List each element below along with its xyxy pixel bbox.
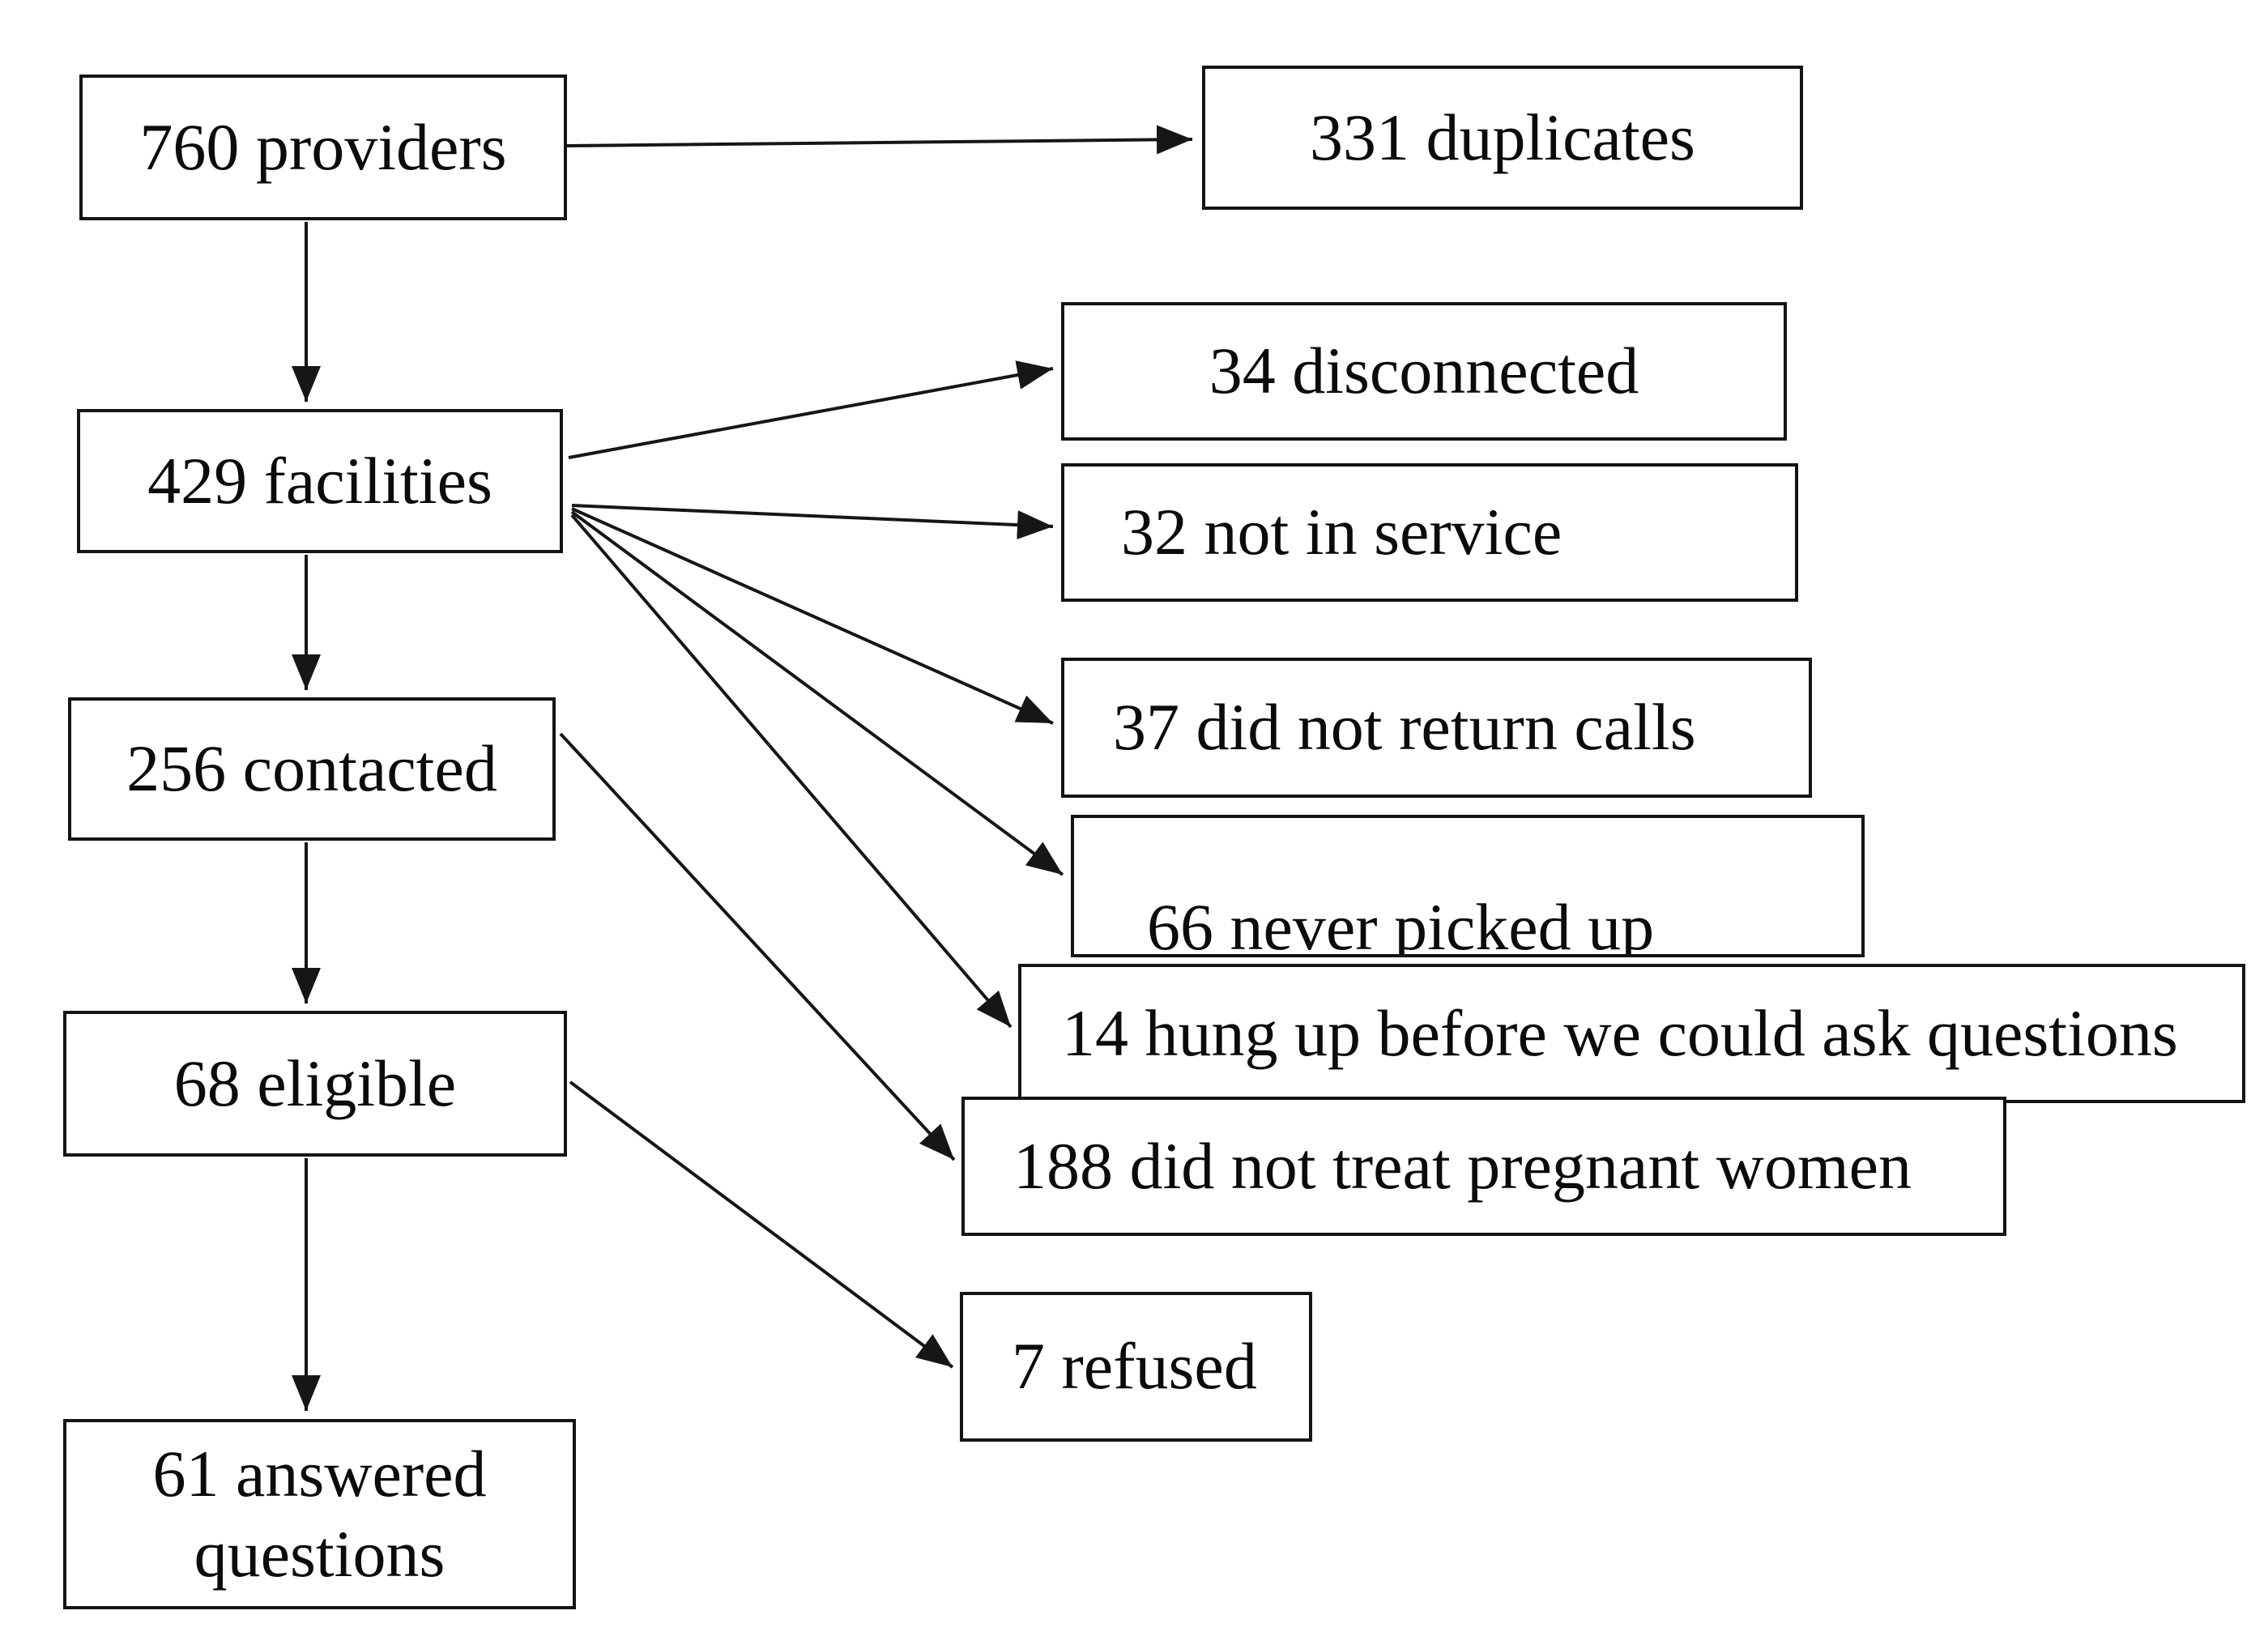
box-disconnected-label: 34 disconnected bbox=[1209, 334, 1639, 408]
arrow-facilities-to-disconnected bbox=[568, 360, 1054, 459]
box-contacted-label: 256 contacted bbox=[126, 731, 497, 806]
arrow-eligible-to-refused bbox=[569, 1080, 954, 1369]
arrow-facilities-to-hung-up bbox=[570, 513, 1013, 1029]
box-hung-up: 14 hung up before we could ask questions bbox=[1018, 964, 2245, 1103]
box-no-return: 37 did not return calls bbox=[1061, 658, 1812, 798]
box-no-return-label: 37 did not return calls bbox=[1113, 690, 1696, 765]
box-no-pregnant-label: 188 did not treat pregnant women bbox=[1013, 1128, 1912, 1203]
arrow-facilities-to-no-return bbox=[571, 507, 1054, 725]
arrow-facilities-to-never-picked bbox=[570, 510, 1064, 876]
box-providers-label: 760 providers bbox=[139, 109, 507, 184]
arrow-contacted-to-no-pregnant bbox=[559, 732, 956, 1161]
box-facilities-label: 429 facilities bbox=[147, 443, 492, 518]
box-hung-up-label: 14 hung up before we could ask questions bbox=[1062, 995, 2178, 1070]
box-not-in-service-label: 32 not in service bbox=[1121, 495, 1562, 569]
box-refused: 7 refused bbox=[960, 1292, 1312, 1442]
box-refused-label: 7 refused bbox=[1012, 1329, 1257, 1404]
box-never-picked: 66 never picked up bbox=[1071, 815, 1865, 957]
box-contacted: 256 contacted bbox=[68, 697, 556, 841]
box-answered: 61 answered questions bbox=[63, 1419, 576, 1609]
box-not-in-service: 32 not in service bbox=[1061, 463, 1798, 602]
box-eligible: 68 eligible bbox=[63, 1011, 567, 1157]
box-providers: 760 providers bbox=[79, 75, 567, 220]
arrow-providers-to-duplicates bbox=[566, 125, 1193, 155]
box-answered-label: 61 answered questions bbox=[152, 1437, 487, 1591]
box-no-pregnant: 188 did not treat pregnant women bbox=[961, 1097, 2006, 1236]
box-never-picked-label: 66 never picked up bbox=[1147, 889, 1655, 957]
box-duplicates-label: 331 duplicates bbox=[1310, 100, 1695, 174]
box-facilities: 429 facilities bbox=[77, 409, 563, 553]
box-eligible-label: 68 eligible bbox=[173, 1046, 457, 1120]
box-duplicates: 331 duplicates bbox=[1202, 66, 1803, 210]
box-disconnected: 34 disconnected bbox=[1061, 302, 1787, 441]
arrow-facilities-to-not-in-service bbox=[571, 504, 1054, 540]
